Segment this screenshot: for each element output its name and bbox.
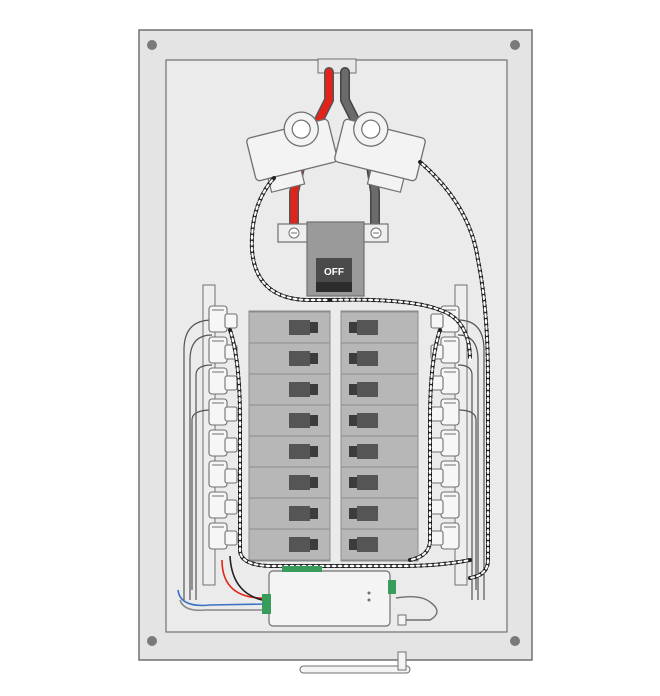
sensor-leads <box>228 160 490 580</box>
circuit-breaker-right[interactable] <box>340 342 419 375</box>
breaker-handle[interactable] <box>357 413 378 428</box>
ct-clamp-icon <box>224 530 238 546</box>
ct-clamp-icon <box>224 406 238 422</box>
energy-monitor <box>262 566 396 627</box>
ct-clamp-icon <box>224 313 238 329</box>
monitor-feed-wires <box>177 555 269 612</box>
ct-clamp-icon <box>430 499 444 515</box>
terminal-block <box>262 594 271 614</box>
main-breaker-label: OFF <box>324 267 344 278</box>
breaker-handle[interactable] <box>289 537 310 552</box>
ct-clamp-icon <box>430 530 444 546</box>
service-conduit <box>317 58 357 74</box>
breaker-handle[interactable] <box>357 320 378 335</box>
ct-clamp-icon <box>224 468 238 484</box>
breaker-toggle-tip <box>349 322 357 333</box>
branch-ct-stack-right <box>430 305 460 550</box>
breaker-handle[interactable] <box>289 506 310 521</box>
terminal-block <box>388 580 396 594</box>
main-breaker[interactable]: OFF <box>306 221 365 297</box>
ct-clamp-icon <box>430 437 444 453</box>
screw-icon <box>147 40 157 50</box>
antenna-icon <box>299 651 411 674</box>
breaker-handle[interactable] <box>357 506 378 521</box>
branch-wires-left <box>183 319 213 600</box>
breaker-handle[interactable] <box>289 351 310 366</box>
breaker-toggle-tip <box>349 353 357 364</box>
screw-icon <box>510 40 520 50</box>
breaker-toggle-tip <box>310 446 318 457</box>
breaker-handle[interactable] <box>357 475 378 490</box>
breaker-toggle-tip <box>310 384 318 395</box>
breaker-toggle-tip <box>349 415 357 426</box>
breaker-handle[interactable] <box>289 382 310 397</box>
breaker-toggle-tip <box>349 384 357 395</box>
branch-ct-stack-left <box>208 305 238 550</box>
breaker-grid <box>248 311 419 561</box>
ct-clamp-icon <box>224 437 238 453</box>
breaker-handle[interactable] <box>357 351 378 366</box>
breaker-handle[interactable] <box>357 382 378 397</box>
breaker-toggle-tip <box>349 477 357 488</box>
breaker-toggle-tip <box>349 508 357 519</box>
breaker-toggle-tip <box>310 508 318 519</box>
screw-icon <box>510 636 520 646</box>
screw-icon <box>147 636 157 646</box>
ct-clamp-icon <box>430 468 444 484</box>
antenna-cable <box>395 595 438 626</box>
circuit-breaker-right[interactable] <box>340 466 419 499</box>
breaker-handle[interactable] <box>357 444 378 459</box>
breaker-handle[interactable] <box>289 444 310 459</box>
terminal-block <box>282 566 322 572</box>
breaker-handle[interactable] <box>289 413 310 428</box>
ct-clamp-icon <box>246 111 338 193</box>
breaker-toggle-tip <box>310 322 318 333</box>
breaker-toggle-tip <box>349 446 357 457</box>
breaker-toggle-tip <box>310 353 318 364</box>
ct-clamp-icon <box>334 111 426 193</box>
ct-clamp-icon <box>224 499 238 515</box>
breaker-toggle-tip <box>310 539 318 550</box>
ct-clamp-icon <box>430 313 444 329</box>
breaker-toggle-tip <box>310 477 318 488</box>
breaker-handle[interactable] <box>289 320 310 335</box>
branch-wires-right <box>457 319 485 600</box>
breaker-handle[interactable] <box>357 537 378 552</box>
breaker-toggle-tip <box>349 539 357 550</box>
ct-clamp-icon <box>430 406 444 422</box>
ct-clamp-icon <box>224 375 238 391</box>
breaker-handle[interactable] <box>289 475 310 490</box>
breaker-toggle-tip <box>310 415 318 426</box>
